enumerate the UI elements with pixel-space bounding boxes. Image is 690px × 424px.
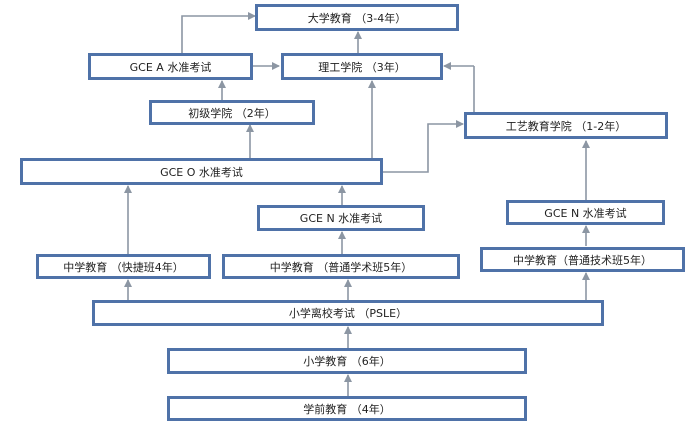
node-secondary-normal-technical: 中学教育（普通技术班5年）	[480, 247, 685, 272]
node-secondary-express: 中学教育 （快捷班4年）	[36, 254, 211, 279]
node-junior-college: 初级学院 （2年）	[149, 100, 315, 125]
node-preschool: 学前教育 （4年）	[167, 396, 527, 421]
node-secondary-normal-academic: 中学教育 （普通学术班5年）	[222, 254, 460, 279]
node-polytechnic: 理工学院 （3年）	[281, 53, 443, 80]
node-university: 大学教育 （3-4年）	[255, 4, 459, 31]
node-psle: 小学离校考试 （PSLE）	[92, 300, 604, 326]
arrow-gce-o-to-ite	[383, 120, 464, 173]
arrow-gce-a-to-university	[181, 12, 256, 53]
node-gce-o: GCE O 水准考试	[20, 158, 383, 185]
node-gce-n-technical: GCE N 水准考试	[506, 200, 665, 225]
node-gce-a: GCE A 水准考试	[88, 53, 253, 80]
node-gce-n-academic: GCE N 水准考试	[257, 205, 425, 231]
node-ite: 工艺教育学院 （1-2年）	[464, 112, 668, 139]
node-primary: 小学教育 （6年）	[167, 348, 527, 374]
